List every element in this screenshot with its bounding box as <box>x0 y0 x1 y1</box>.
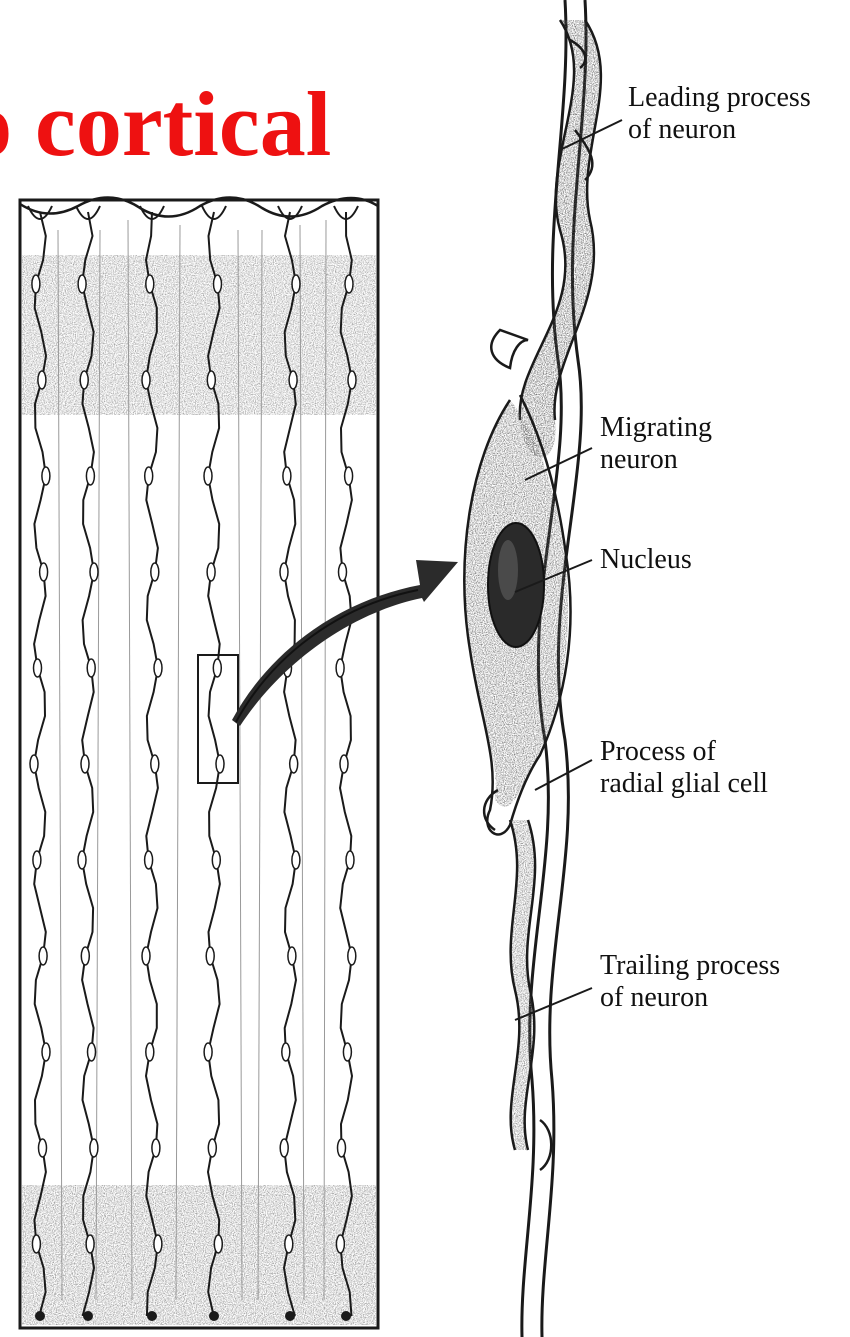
fiber-bead <box>146 275 154 293</box>
fiber-bead <box>207 563 215 581</box>
fiber-bead <box>81 755 89 773</box>
fiber-bead <box>145 851 153 869</box>
fiber-bead <box>42 1043 50 1061</box>
fiber-bead <box>348 371 356 389</box>
fiber-bead <box>292 275 300 293</box>
fiber-bead <box>154 659 162 677</box>
fiber-bead <box>151 755 159 773</box>
fiber-bead <box>345 467 353 485</box>
fiber-bead <box>151 563 159 581</box>
fiber-bead <box>86 467 94 485</box>
fiber-soma <box>147 1311 157 1321</box>
fiber-bead <box>340 755 348 773</box>
fiber-soma <box>83 1311 93 1321</box>
label-migrating-neuron-line2: neuron <box>600 444 712 476</box>
label-migrating-neuron: Migrating neuron <box>600 412 712 476</box>
fiber-bead <box>33 851 41 869</box>
fiber-bead <box>90 563 98 581</box>
fiber-bead <box>30 755 38 773</box>
fiber-bead <box>283 467 291 485</box>
fiber-bead <box>152 1139 160 1157</box>
fiber-bead <box>39 947 47 965</box>
label-leading-process-line1: Leading process <box>628 82 811 114</box>
fiber-bead <box>86 1235 94 1253</box>
fiber-bead <box>214 275 222 293</box>
fiber-bead <box>88 1043 96 1061</box>
fiber-bead <box>32 1235 40 1253</box>
fiber-soma <box>341 1311 351 1321</box>
fiber-bead <box>78 275 86 293</box>
fiber-soma <box>35 1311 45 1321</box>
fiber-bead <box>145 467 153 485</box>
fiber-bead <box>208 1139 216 1157</box>
fiber-bead <box>213 659 221 677</box>
fiber-bead <box>34 659 42 677</box>
fiber-bead <box>290 755 298 773</box>
fiber-bead <box>80 371 88 389</box>
cortical-column-panel <box>20 197 378 1328</box>
fiber-bead <box>292 851 300 869</box>
fiber-soma <box>209 1311 219 1321</box>
enlarged-neuron-panel <box>464 0 601 1337</box>
label-leading-process-line2: of neuron <box>628 114 811 146</box>
label-leading-process: Leading process of neuron <box>628 82 811 146</box>
label-radial-glial-process: Process of radial glial cell <box>600 736 768 800</box>
fiber-bead <box>81 947 89 965</box>
fiber-bead <box>142 371 150 389</box>
fiber-bead <box>280 1139 288 1157</box>
fiber-bead <box>142 947 150 965</box>
label-trailing-process-line1: Trailing process <box>600 950 780 982</box>
fiber-bead <box>339 563 347 581</box>
fiber-bead <box>87 659 95 677</box>
leading-branch <box>491 330 528 368</box>
label-radial-glial-process-line1: Process of <box>600 736 768 768</box>
fiber-bead <box>39 1139 47 1157</box>
fiber-bead <box>345 275 353 293</box>
fiber-bead <box>154 1235 162 1253</box>
fiber-bead <box>216 755 224 773</box>
label-nucleus: Nucleus <box>600 544 692 576</box>
fiber-bead <box>348 947 356 965</box>
fiber-bead <box>338 1139 346 1157</box>
fiber-bead <box>280 563 288 581</box>
fiber-bead <box>207 371 215 389</box>
fiber-bead <box>288 947 296 965</box>
fiber-bead <box>42 467 50 485</box>
fiber-bead <box>204 467 212 485</box>
fiber-bead <box>204 1043 212 1061</box>
fiber-bead <box>212 851 220 869</box>
fiber-bead <box>32 275 40 293</box>
fiber-bead <box>40 563 48 581</box>
fiber-bead <box>90 1139 98 1157</box>
fiber-bead <box>214 1235 222 1253</box>
fiber-bead <box>282 1043 290 1061</box>
fiber-bead <box>289 371 297 389</box>
label-radial-glial-process-line2: radial glial cell <box>600 768 768 800</box>
fiber-bead <box>78 851 86 869</box>
fiber-bead <box>346 851 354 869</box>
label-nucleus-line1: Nucleus <box>600 544 692 576</box>
fiber-bead <box>336 1235 344 1253</box>
fiber-bead <box>146 1043 154 1061</box>
upper-cell-band <box>22 255 376 415</box>
label-trailing-process-line2: of neuron <box>600 982 780 1014</box>
fiber-bead <box>38 371 46 389</box>
fiber-bead <box>343 1043 351 1061</box>
lower-cell-band <box>22 1185 376 1325</box>
fiber-bead <box>285 1235 293 1253</box>
label-trailing-process: Trailing process of neuron <box>600 950 780 1014</box>
label-migrating-neuron-line1: Migrating <box>600 412 712 444</box>
fiber-soma <box>285 1311 295 1321</box>
fiber-bead <box>206 947 214 965</box>
fiber-bead <box>336 659 344 677</box>
